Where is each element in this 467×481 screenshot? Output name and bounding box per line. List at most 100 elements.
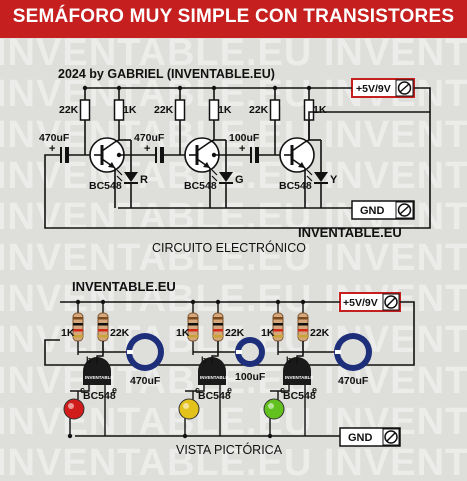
light-ray (211, 169, 218, 176)
pictorial-power-label: +5V/9V (343, 297, 378, 309)
resistor-22k-label: 22K (310, 327, 330, 339)
light-ray (211, 175, 218, 182)
junction-dot (100, 299, 106, 305)
light-ray (306, 175, 313, 182)
resistor-band (188, 317, 198, 320)
junction-dot (182, 433, 188, 439)
resistor-body (272, 312, 284, 342)
resistor-1k-label: 1K (261, 327, 275, 339)
capacitor-hole (241, 343, 259, 361)
watermark-row: INVENTABLE.EU INVENTABLE.EU INVENTABLE.E… (0, 114, 467, 156)
pin-b-label: b (286, 355, 292, 365)
base-resistor-label: 22K (154, 104, 174, 116)
resistor-band (298, 317, 308, 320)
resistor-band (298, 323, 308, 326)
capacitor-plate (65, 147, 69, 163)
capacitor-minus-mark (236, 350, 242, 354)
junction-dot (215, 299, 221, 305)
junction-dot (190, 299, 196, 305)
junction-dot (177, 85, 183, 91)
resistor-band (73, 317, 83, 320)
transistor-body (283, 357, 311, 385)
light-ray (306, 169, 313, 176)
watermark-row: INVENTABLE.EU INVENTABLE.EU INVENTABLE.E… (0, 237, 467, 279)
led-symbol (314, 172, 328, 182)
junction-dot (300, 299, 306, 305)
resistor-band (298, 335, 308, 338)
base-resistor-label: 22K (249, 104, 269, 116)
watermark-background: INVENTABLE.EU INVENTABLE.EU INVENTABLE.E… (0, 38, 467, 481)
collector-resistor-label: 1K (218, 104, 232, 116)
pictorial-capacitor-label: 470uF (338, 375, 369, 387)
schematic-caption: CIRCUITO ELECTRÓNICO (152, 240, 306, 255)
junction-dot (272, 85, 278, 91)
light-ray (116, 169, 123, 176)
watermark-row: INVENTABLE.EU INVENTABLE.EU INVENTABLE.E… (0, 38, 467, 74)
pin-b-label: b (86, 355, 92, 365)
resistor-band (98, 335, 108, 338)
pictorial-capacitor-label: 100uF (235, 371, 266, 383)
led-symbol (124, 172, 138, 182)
led-body (63, 398, 85, 420)
emitter-arrow (298, 162, 305, 168)
watermark-row: INVENTABLE.EU INVENTABLE.EU INVENTABLE.E… (0, 442, 467, 481)
junction-dot (82, 85, 88, 91)
led-body (263, 398, 285, 420)
pin-c-label: c (195, 385, 200, 395)
pictorial-capacitor-label: 470uF (130, 375, 161, 387)
ground-label: GND (360, 205, 385, 217)
led-label: Y (330, 174, 338, 186)
pin-c-label: c (80, 385, 85, 395)
junction-dot (67, 433, 73, 439)
title-bar: SEMÁFORO MUY SIMPLE CON TRANSISTORES (0, 0, 467, 38)
led-highlight (268, 403, 274, 409)
led-label: R (140, 174, 148, 186)
pin-e-label: e (312, 385, 317, 395)
led-label: G (235, 174, 244, 186)
base-lead (211, 341, 219, 364)
collector-lead (270, 385, 290, 392)
transistor-label: BC548 (279, 180, 312, 192)
pictorial-power-terminal: +5V/9V (339, 292, 401, 312)
resistor-22k-label: 22K (110, 327, 130, 339)
capacitor-plate (160, 147, 164, 163)
base-resistor (79, 99, 91, 121)
capacitor-hole (340, 339, 366, 365)
wire (304, 139, 310, 143)
pictorial-caption: VISTA PICTÓRICA (176, 442, 283, 457)
junction-dot (211, 85, 217, 91)
resistor-band (73, 335, 83, 338)
capacitor-minus-mark (335, 350, 341, 354)
capacitor-minus-mark (127, 350, 133, 354)
emitter-arrow (203, 162, 210, 168)
resistor-band (298, 329, 308, 332)
page-title: SEMÁFORO MUY SIMPLE CON TRANSISTORES (12, 6, 455, 27)
collector-lead (70, 385, 90, 392)
base-lead (96, 341, 104, 364)
transistor-collector (196, 141, 211, 152)
transistor-collector (291, 141, 306, 152)
credit-text: 2024 by GABRIEL (INVENTABLE.EU) (58, 67, 275, 81)
resistor-1k-label: 1K (61, 327, 75, 339)
resistor-body (72, 312, 84, 342)
transistor-chip-label: INVENTABLE (285, 375, 313, 380)
watermark-row: INVENTABLE.EU INVENTABLE.EU INVENTABLE.E… (0, 155, 467, 197)
transistor-collector (101, 141, 116, 152)
junction-dot (116, 85, 122, 91)
resistor-band (188, 323, 198, 326)
junction-dot (306, 85, 312, 91)
junction-dot (275, 299, 281, 305)
pictorial-transistor-label: BC548 (198, 390, 231, 402)
wire (114, 139, 120, 143)
resistor-band (98, 323, 108, 326)
capacitor-hole (132, 339, 158, 365)
capacitor-label: 470uF (39, 132, 70, 144)
junction-dot (116, 152, 122, 158)
pictorial-ground-terminal: GND (339, 427, 401, 447)
collector-lead (185, 385, 205, 392)
pin-c-label: c (280, 385, 285, 395)
resistor-band (188, 335, 198, 338)
